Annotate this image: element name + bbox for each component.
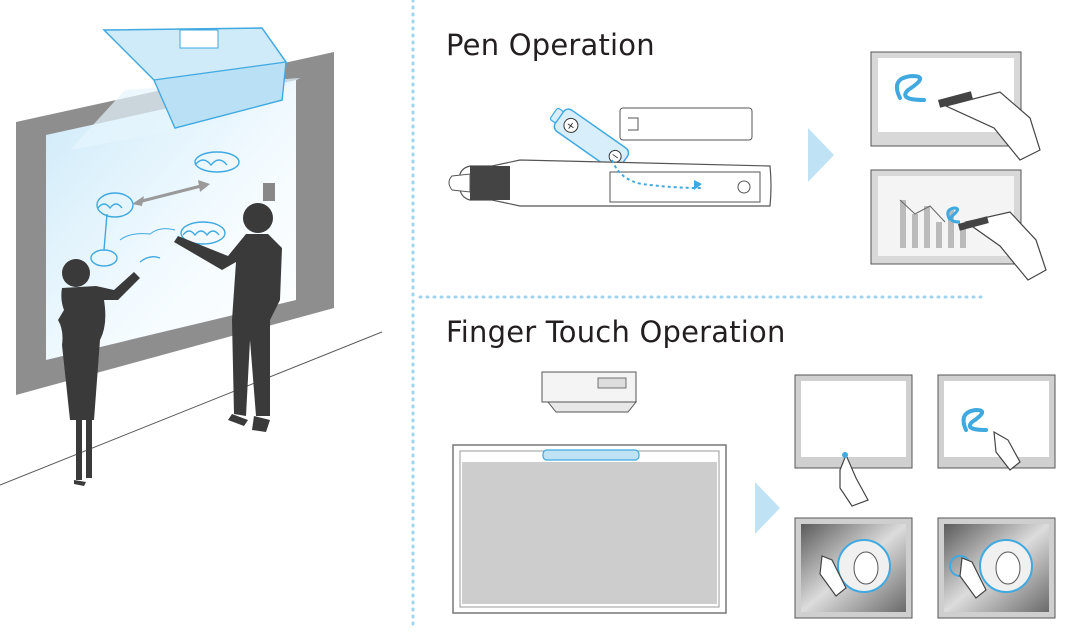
right-triangle-arrow-icon bbox=[808, 128, 834, 182]
pointing-hand-icon bbox=[944, 91, 1041, 161]
finger-monitor-mouse-right bbox=[937, 517, 1056, 619]
aa-battery-icon: + − bbox=[549, 107, 630, 172]
pen-operation-title: Pen Operation bbox=[446, 28, 655, 62]
finger-illustration bbox=[452, 371, 1056, 619]
projector-icon bbox=[541, 371, 638, 413]
finger-monitor-tap bbox=[794, 374, 913, 507]
man-silhouette bbox=[174, 203, 282, 432]
sensor-box bbox=[263, 183, 275, 201]
finger-monitor-mouse-left bbox=[794, 517, 913, 619]
classroom-scene bbox=[0, 27, 383, 486]
battery-cover bbox=[619, 107, 753, 141]
touch-unit bbox=[542, 449, 640, 461]
woman-silhouette bbox=[58, 259, 140, 486]
double-arrow bbox=[137, 183, 206, 204]
pen-monitor-chart bbox=[870, 169, 1047, 281]
handwriting-sketch bbox=[90, 151, 240, 267]
finger-monitor-draw bbox=[937, 374, 1056, 471]
right-triangle-arrow-icon bbox=[755, 482, 780, 534]
finger-touch-operation-title: Finger Touch Operation bbox=[446, 315, 786, 349]
floor-line bbox=[0, 331, 383, 486]
ceiling-projector-icon bbox=[102, 27, 287, 129]
pen-illustration: + − bbox=[448, 51, 1047, 281]
pen-monitor-drawing bbox=[870, 51, 1041, 161]
